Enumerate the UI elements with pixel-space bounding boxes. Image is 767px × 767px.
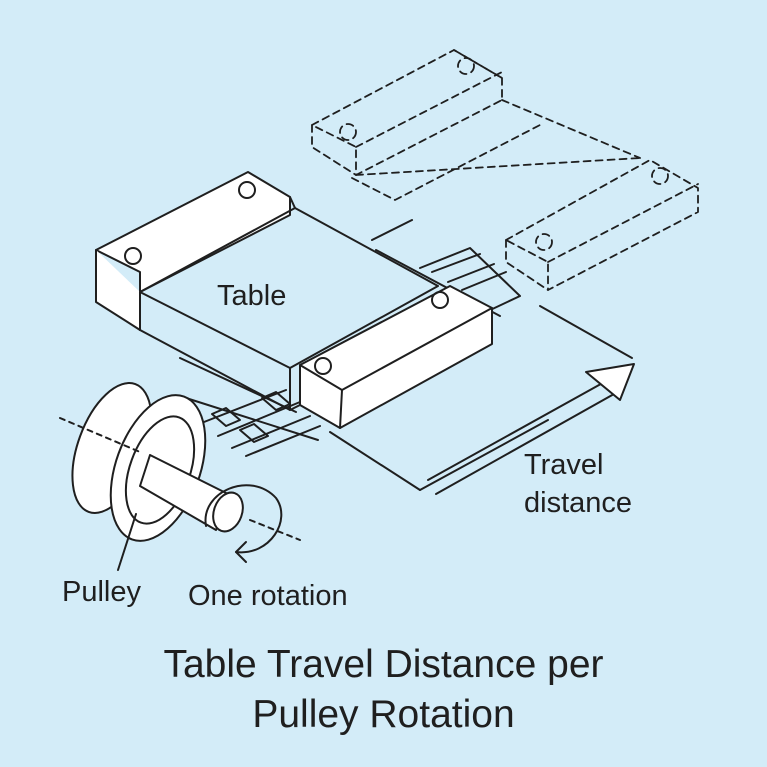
- table-body: [95, 171, 493, 429]
- caption-line2: Pulley Rotation: [252, 693, 515, 736]
- travel-distance-label: Travel distance: [524, 446, 664, 522]
- timing-belt: [179, 357, 321, 457]
- pulley-leader-line: [117, 513, 137, 571]
- travel-distance-dimension: [329, 305, 635, 495]
- rotation-arrow-icon: [204, 484, 283, 563]
- one-rotation-label: One rotation: [188, 580, 348, 612]
- travel-distance-line2: distance: [524, 487, 633, 519]
- figure-caption: Table Travel Distance per Pulley Rotatio…: [0, 640, 767, 740]
- pulley-label: Pulley: [62, 576, 141, 608]
- table-label: Table: [217, 280, 287, 312]
- caption-line1: Table Travel Distance per: [163, 643, 604, 686]
- moved-table-outline: [311, 49, 699, 291]
- pulley-assembly: [59, 382, 301, 542]
- travel-distance-line1: Travel: [524, 449, 604, 481]
